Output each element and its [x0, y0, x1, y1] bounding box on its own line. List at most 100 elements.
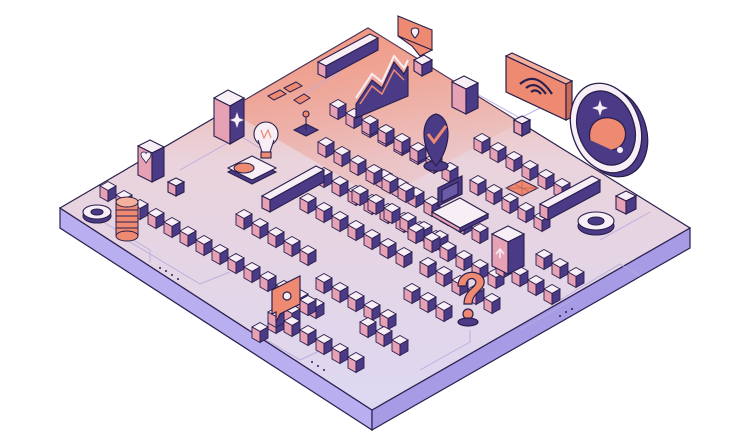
maze-block — [435, 265, 453, 288]
maze-block — [365, 163, 383, 186]
grid-tile — [504, 179, 540, 197]
maze-block — [363, 299, 381, 322]
maze-block — [333, 145, 351, 168]
maze-block — [407, 222, 425, 245]
maze-block — [315, 333, 333, 356]
joystick-icon — [292, 110, 320, 137]
maze-block — [517, 201, 535, 224]
maze-block — [299, 294, 317, 317]
maze-block — [227, 252, 245, 275]
maze-block — [379, 308, 397, 331]
maze-block — [381, 172, 399, 195]
maze-block — [483, 292, 501, 315]
maze-block — [299, 324, 317, 347]
maze-block — [315, 272, 333, 295]
small-cube-right — [614, 190, 638, 215]
chat-bubble-pin — [271, 275, 301, 323]
chart-icon — [355, 54, 409, 119]
yin-yang-icon — [569, 82, 649, 178]
maze-block — [251, 217, 269, 240]
maze-block — [363, 228, 381, 251]
tall-cabinet — [450, 75, 480, 115]
maze-block — [267, 226, 285, 249]
maze-block — [419, 256, 437, 279]
maze-block — [419, 291, 437, 314]
maze-block — [99, 180, 117, 203]
maze-block — [527, 274, 545, 297]
up-arrow-icon — [495, 247, 505, 258]
maze-block — [435, 300, 453, 323]
maze-block — [521, 159, 539, 182]
maze-block — [535, 248, 553, 271]
wifi-sign — [504, 52, 574, 137]
location-pin-card — [397, 15, 434, 77]
maze-block — [235, 208, 253, 231]
tall-device — [212, 89, 246, 145]
heart-icon — [140, 151, 152, 164]
maze-block — [471, 222, 489, 245]
maze-block — [383, 202, 401, 225]
maze-block — [331, 175, 349, 198]
maze-block — [163, 216, 181, 239]
maze-block — [473, 132, 491, 155]
up-arrow-box — [490, 225, 526, 275]
maze-block — [251, 321, 269, 344]
maze-block — [179, 225, 197, 248]
laptop-icon — [430, 175, 490, 234]
checkmark-pin — [423, 113, 449, 172]
maze-block — [367, 193, 385, 216]
maze-block — [331, 342, 349, 365]
maze-block — [361, 114, 379, 137]
coral-bits — [267, 81, 311, 105]
checkmark-icon — [426, 125, 448, 145]
maze-block — [567, 266, 585, 289]
wifi-icon — [519, 77, 553, 95]
maze-block — [347, 351, 365, 374]
ring-disc-right — [577, 211, 615, 236]
maze-block — [537, 168, 555, 191]
maze-block — [347, 219, 365, 242]
maze-block — [315, 201, 333, 224]
maze-block — [501, 192, 519, 215]
maze-block — [347, 290, 365, 313]
maze-block — [505, 150, 523, 173]
maze-block — [485, 183, 503, 206]
maze-block — [299, 192, 317, 215]
maze-block — [489, 141, 507, 164]
maze-block — [351, 184, 369, 207]
heart-box — [136, 139, 186, 197]
maze-block — [543, 283, 561, 306]
maze-block — [391, 334, 409, 357]
maze-block — [403, 282, 421, 305]
coin-stack-icon — [115, 196, 139, 242]
sparkle-icon — [230, 112, 244, 128]
maze-block — [243, 261, 261, 284]
question-mark-icon — [457, 271, 485, 327]
maze-block — [359, 316, 377, 339]
maze-block — [195, 234, 213, 257]
maze-block — [439, 240, 457, 263]
maze-block — [211, 243, 229, 266]
maze-block — [375, 325, 393, 348]
maze-block — [377, 123, 395, 146]
maze-block — [409, 141, 427, 164]
location-pin-icon — [410, 27, 420, 39]
maze-block — [393, 132, 411, 155]
maze-block — [331, 210, 349, 233]
maze-block — [469, 174, 487, 197]
long-bars — [260, 33, 602, 221]
maze-block — [283, 315, 301, 338]
maze-block — [283, 235, 301, 258]
maze-block — [349, 154, 367, 177]
maze-block — [317, 136, 335, 159]
maze-block — [455, 249, 473, 272]
maze-block — [397, 181, 415, 204]
maze-block — [379, 237, 397, 260]
maze-block — [147, 207, 165, 230]
maze-block — [329, 98, 347, 121]
lightbulb-icon — [226, 121, 279, 185]
maze-block — [423, 231, 441, 254]
ring-disc-left — [82, 204, 112, 224]
